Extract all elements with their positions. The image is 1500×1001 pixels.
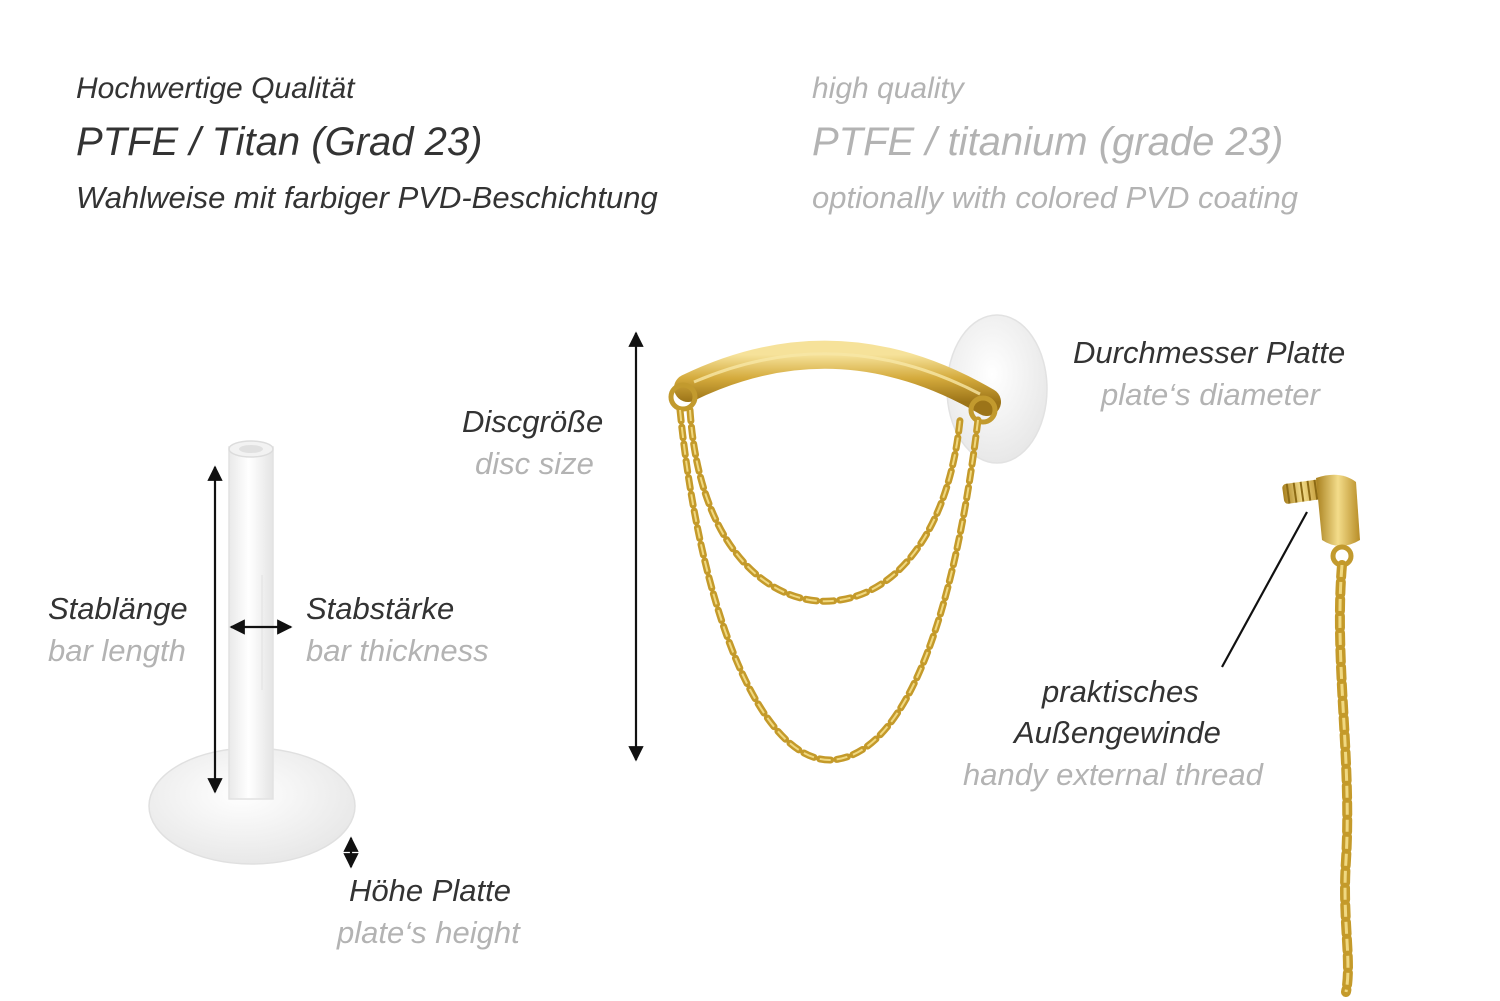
header-en-material: PTFE / titanium (grade 23) (812, 120, 1284, 164)
external-thread-pointer (1221, 511, 1308, 668)
header-de-coating: Wahlweise mit farbiger PVD-Beschichtung (76, 180, 658, 215)
long-chain (676, 406, 982, 764)
label-bar-thickness-de: Stabstärke (306, 591, 455, 626)
curved-gold-bar (674, 340, 1001, 416)
label-disc-size-de: Discgröße (462, 404, 604, 439)
labret-bar-hole (239, 445, 263, 453)
label-disc-size-en: disc size (475, 446, 594, 481)
chain-jewel (668, 314, 1048, 764)
label-plate-diameter-de: Durchmesser Platte (1073, 335, 1346, 370)
label-bar-length-en: bar length (48, 633, 186, 668)
label-external-thread-de-2: Außengewinde (1014, 715, 1221, 750)
label-bar-length-de: Stablänge (48, 591, 188, 626)
side-view-thread (1282, 474, 1360, 997)
label-plate-height-de: Höhe Platte (349, 873, 511, 908)
label-plate-height-en: plate‘s height (337, 915, 520, 950)
short-chain (686, 406, 964, 605)
label-external-thread-de-1: praktisches (1042, 674, 1199, 709)
header-de-material: PTFE / Titan (Grad 23) (76, 120, 483, 164)
labret-bar (228, 446, 274, 800)
header-en-quality: high quality (812, 72, 964, 105)
label-bar-thickness-en: bar thickness (306, 633, 489, 668)
header-de-quality: Hochwertige Qualität (76, 72, 355, 105)
header-en-coating: optionally with colored PVD coating (812, 180, 1298, 215)
label-plate-diameter-en: plate‘s diameter (1101, 377, 1320, 412)
side-bar-end (1316, 474, 1360, 546)
label-external-thread-en: handy external thread (963, 757, 1263, 792)
